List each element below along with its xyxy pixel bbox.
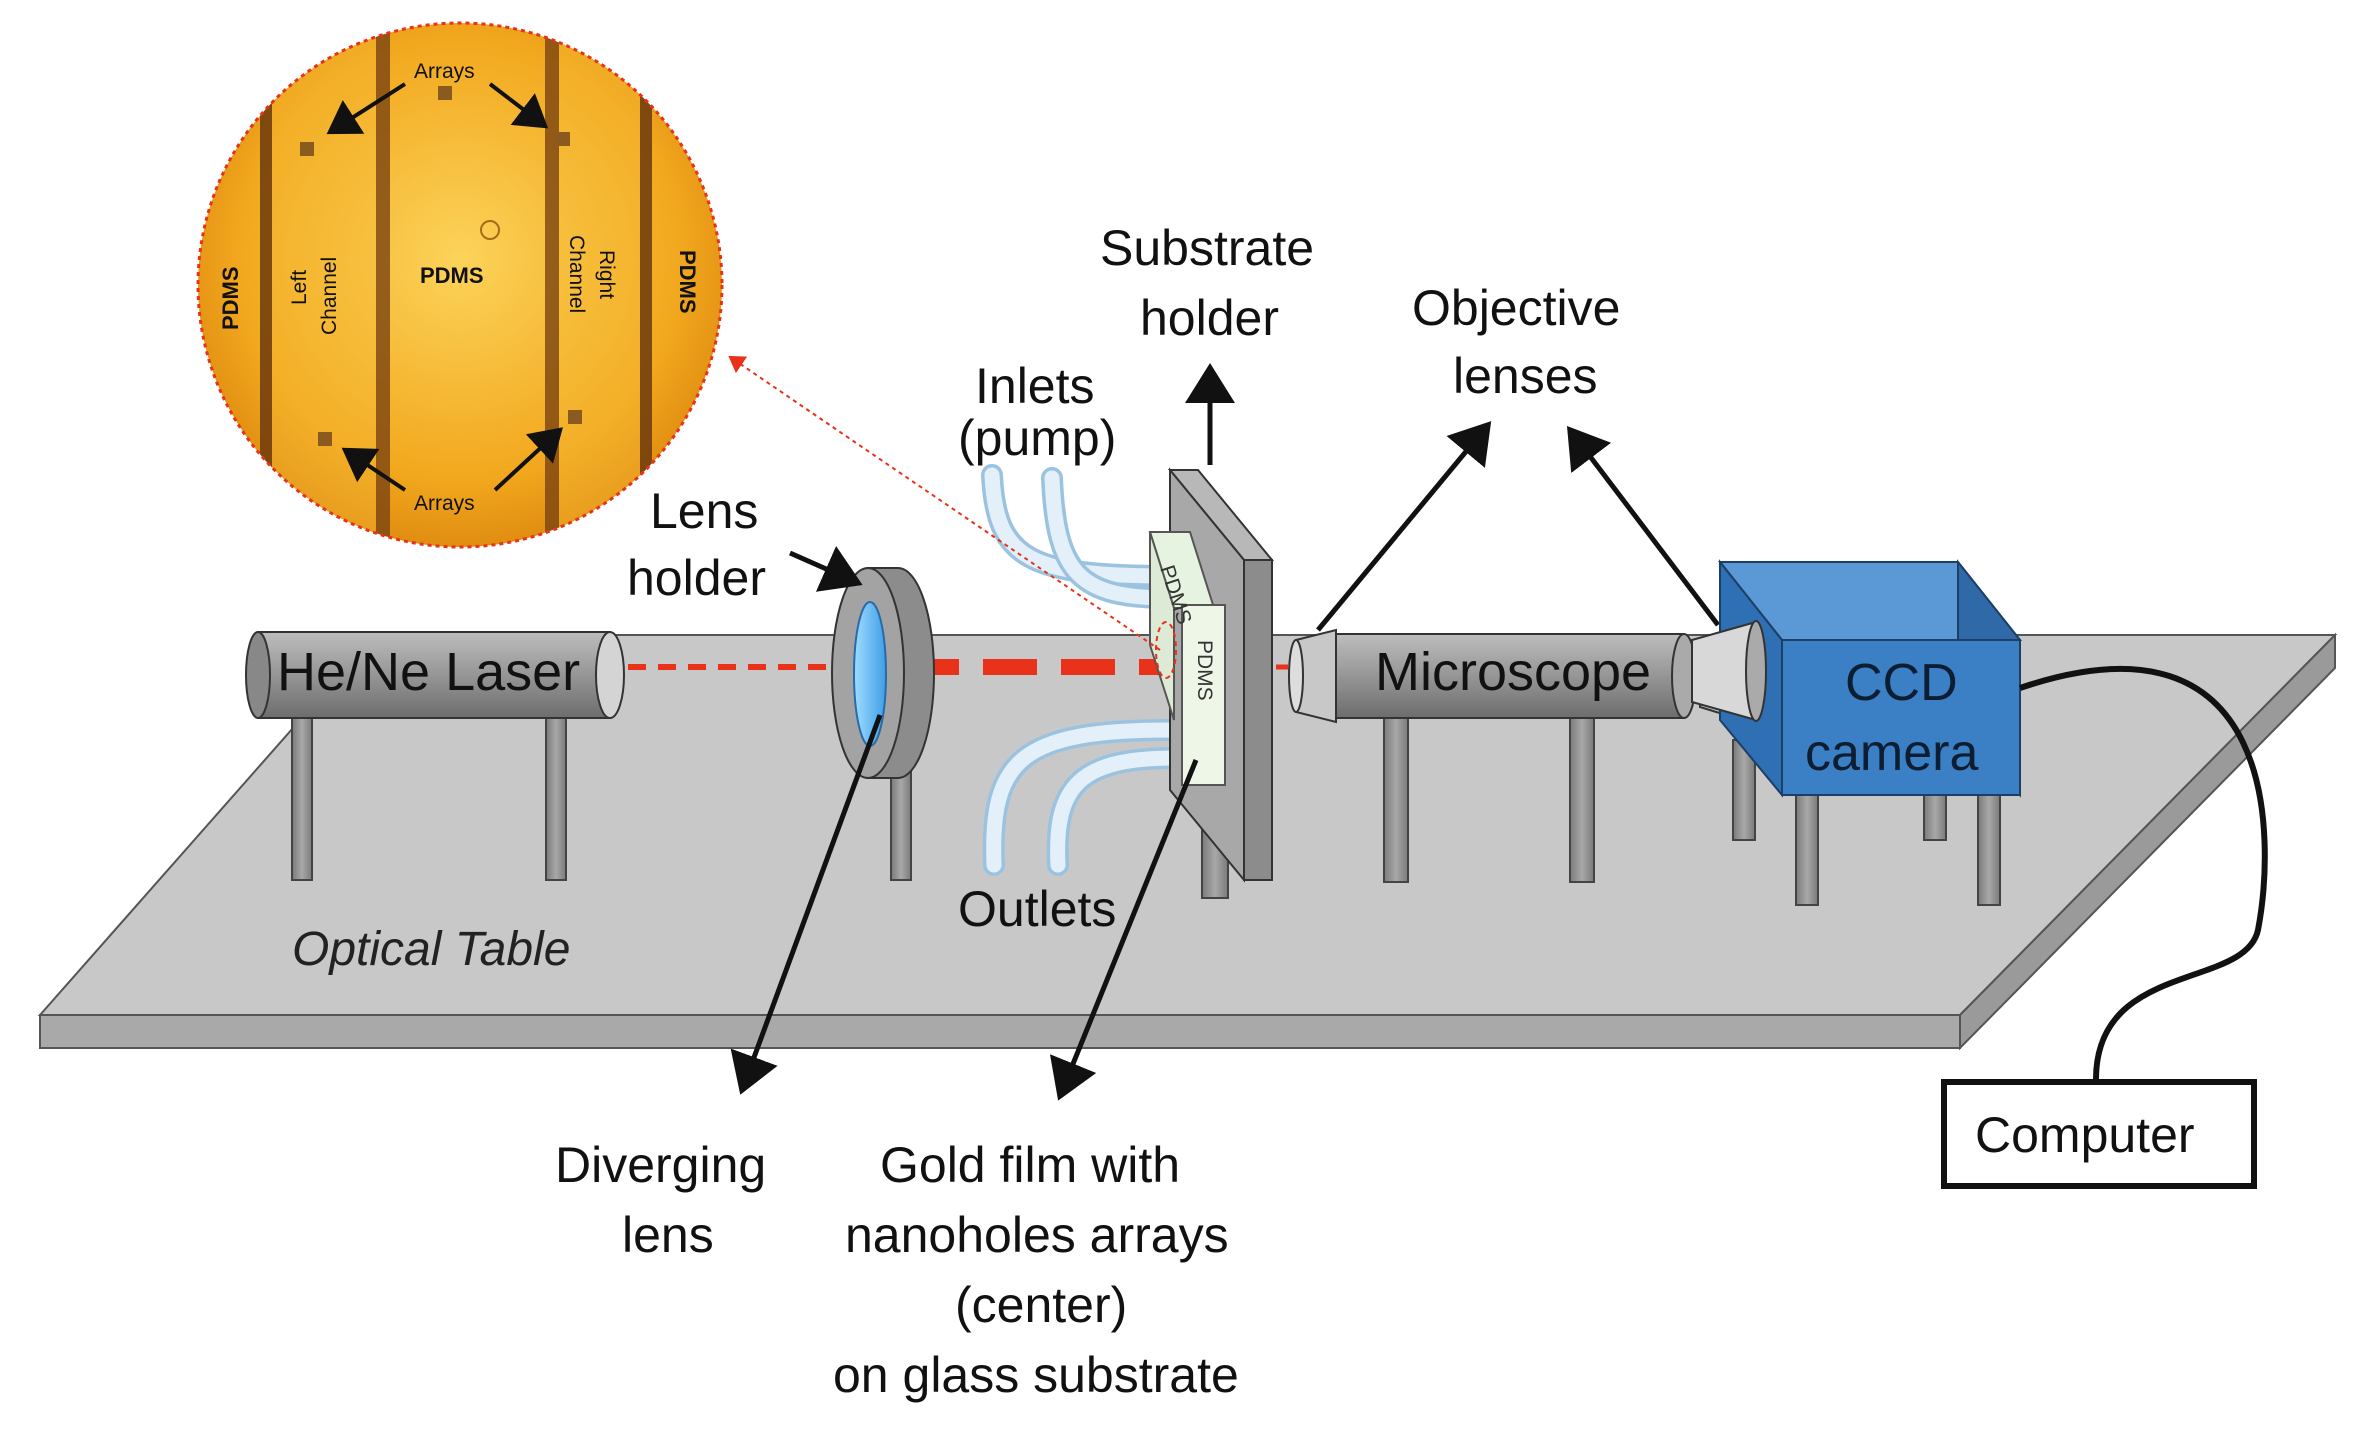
objective-arrow-right — [1566, 426, 1720, 627]
lens-holder-arrow — [788, 545, 863, 592]
outlets-label: Outlets — [958, 881, 1116, 937]
micrograph-arrow-top-left — [326, 82, 407, 135]
ccd-camera-label-line2: camera — [1805, 724, 1978, 782]
gold-film-label-line4: on glass substrate — [833, 1347, 1239, 1403]
lens-holder-label-line2: holder — [627, 550, 766, 606]
lens-holder-label-line1: Lens — [650, 483, 758, 539]
inlet-tubes — [981, 464, 1181, 609]
micrograph-arrow-bottom-left — [341, 447, 407, 492]
optical-table-label: Optical Table — [292, 923, 570, 976]
micrograph-arrays-top: Arrays — [414, 60, 475, 83]
inlets-label-line2: (pump) — [958, 410, 1116, 466]
diverging-lens-label-line2: lens — [622, 1207, 714, 1263]
objective-lenses-label-line1: Objective — [1412, 280, 1620, 336]
ccd-camera — [1691, 559, 2023, 906]
diverging-lens-arrow — [730, 714, 883, 1095]
micrograph-left-channel-line2: Channel — [318, 257, 341, 335]
micrograph-pdms-right: PDMS — [675, 250, 700, 314]
micrograph-right-channel-line1: Right — [595, 250, 618, 299]
objective-arrow-left — [1316, 421, 1492, 632]
micrograph-pdms-center: PDMS — [420, 263, 484, 288]
micrograph-arrays-bottom: Arrays — [414, 492, 475, 515]
pdms-lower-label: PDMS — [1193, 640, 1216, 701]
computer-cable — [2019, 665, 2268, 1083]
inlets-label-line1: Inlets — [975, 358, 1095, 414]
computer-label: Computer — [1975, 1107, 2195, 1163]
gold-film-label-line2: nanoholes arrays — [845, 1207, 1229, 1263]
diverging-lens-label-line1: Diverging — [555, 1137, 766, 1193]
laser-label: He/Ne Laser — [277, 642, 580, 702]
pdms-chip — [1148, 531, 1226, 786]
micrograph-pdms-left: PDMS — [218, 266, 243, 330]
gold-film-label-line1: Gold film with — [880, 1137, 1180, 1193]
ccd-camera-label-line1: CCD — [1845, 654, 1958, 712]
diverging-lens — [853, 601, 887, 747]
substrate-holder-label-line2: holder — [1140, 290, 1279, 346]
outlet-tubes — [982, 719, 1187, 876]
micrograph-arrow-bottom-right — [493, 427, 563, 492]
microscope-label: Microscope — [1375, 642, 1651, 702]
objective-lenses-label-line2: lenses — [1453, 348, 1598, 404]
laser — [245, 631, 625, 881]
gold-film-arrow — [1049, 759, 1199, 1101]
computer-box — [1941, 1079, 2257, 1189]
micrograph-left-channel-line1: Left — [288, 270, 311, 305]
gold-film-label-line3: (center) — [955, 1277, 1127, 1333]
micrograph-arrow-top-right — [488, 82, 549, 129]
substrate-holder-label-line1: Substrate — [1100, 220, 1314, 276]
zoom-pointer — [728, 355, 1161, 651]
micrograph-right-channel-line2: Channel — [565, 235, 588, 313]
